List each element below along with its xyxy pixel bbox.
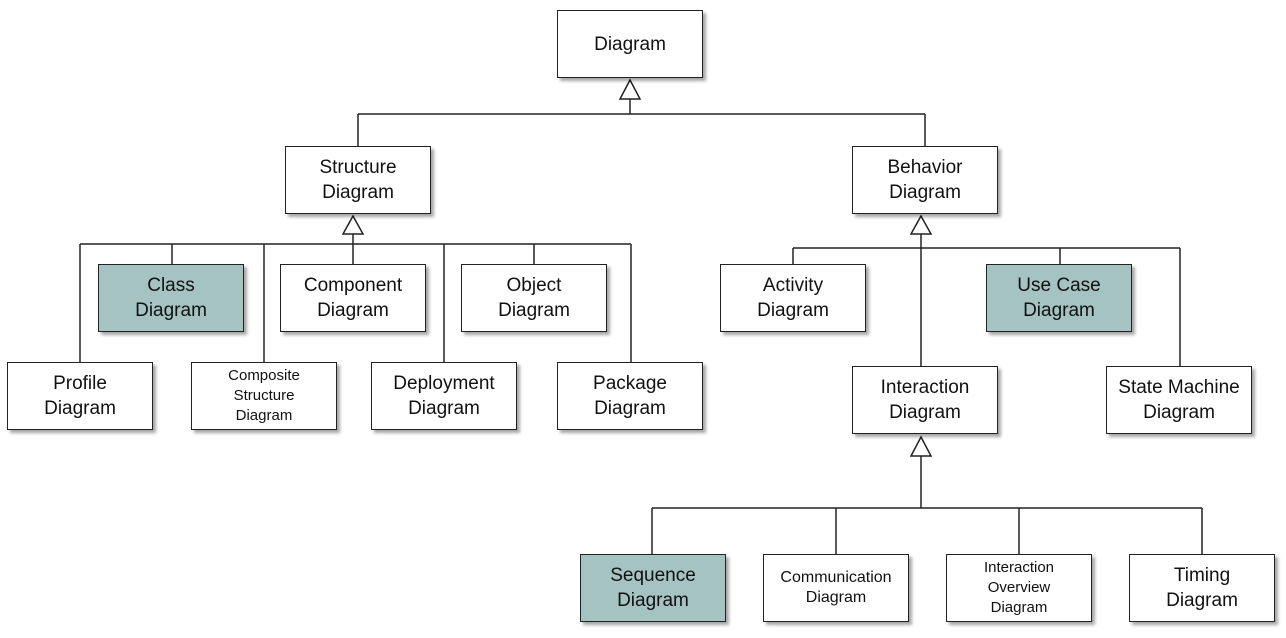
activity-diagram-node[interactable]: Activity Diagram (720, 264, 866, 332)
class-diagram-node[interactable]: Class Diagram (98, 264, 244, 332)
generalization-arrow-interaction (909, 435, 933, 457)
behavior-diagram-node[interactable]: Behavior Diagram (852, 146, 998, 214)
use-case-diagram-node[interactable]: Use Case Diagram (986, 264, 1132, 332)
class-diagram-label: Class Diagram (135, 275, 207, 321)
interaction-diagram-label: Interaction Diagram (880, 377, 970, 423)
generalization-arrow-behavior (909, 214, 933, 235)
composite-structure-diagram-label: Composite Structure Diagram (228, 367, 300, 424)
composite-structure-diagram-node[interactable]: Composite Structure Diagram (191, 362, 337, 430)
interaction-overview-diagram-label: Interaction Overview Diagram (983, 559, 1055, 616)
communication-diagram-node[interactable]: Communication Diagram (763, 554, 909, 622)
state-machine-diagram-node[interactable]: State Machine Diagram (1106, 366, 1252, 434)
component-diagram-label: Component Diagram (303, 275, 403, 321)
diagram-node-label: Diagram (594, 33, 666, 55)
interaction-overview-diagram-node[interactable]: Interaction Overview Diagram (946, 554, 1092, 622)
communication-diagram-label: Communication Diagram (780, 569, 892, 606)
sequence-diagram-node[interactable]: Sequence Diagram (580, 554, 726, 622)
diagram-node[interactable]: Diagram (557, 10, 703, 78)
deployment-diagram-node[interactable]: Deployment Diagram (371, 362, 517, 430)
sequence-diagram-label: Sequence Diagram (610, 565, 696, 611)
component-diagram-node[interactable]: Component Diagram (280, 264, 426, 332)
structure-diagram-node[interactable]: Structure Diagram (285, 146, 431, 214)
timing-diagram-node[interactable]: Timing Diagram (1129, 554, 1275, 622)
state-machine-diagram-label: State Machine Diagram (1118, 377, 1240, 423)
profile-diagram-node[interactable]: Profile Diagram (7, 362, 153, 430)
object-diagram-node[interactable]: Object Diagram (461, 264, 607, 332)
behavior-diagram-label: Behavior Diagram (887, 157, 963, 203)
interaction-diagram-node[interactable]: Interaction Diagram (852, 366, 998, 434)
timing-diagram-label: Timing Diagram (1166, 565, 1238, 611)
activity-diagram-label: Activity Diagram (757, 275, 829, 321)
deployment-diagram-label: Deployment Diagram (393, 373, 495, 419)
package-diagram-label: Package Diagram (593, 373, 667, 419)
object-diagram-label: Object Diagram (498, 275, 570, 321)
generalization-arrow-structure (341, 214, 365, 235)
generalization-arrow-root (618, 78, 642, 100)
profile-diagram-label: Profile Diagram (44, 373, 116, 419)
use-case-diagram-label: Use Case Diagram (1017, 275, 1101, 321)
package-diagram-node[interactable]: Package Diagram (557, 362, 703, 430)
structure-diagram-label: Structure Diagram (319, 157, 397, 203)
